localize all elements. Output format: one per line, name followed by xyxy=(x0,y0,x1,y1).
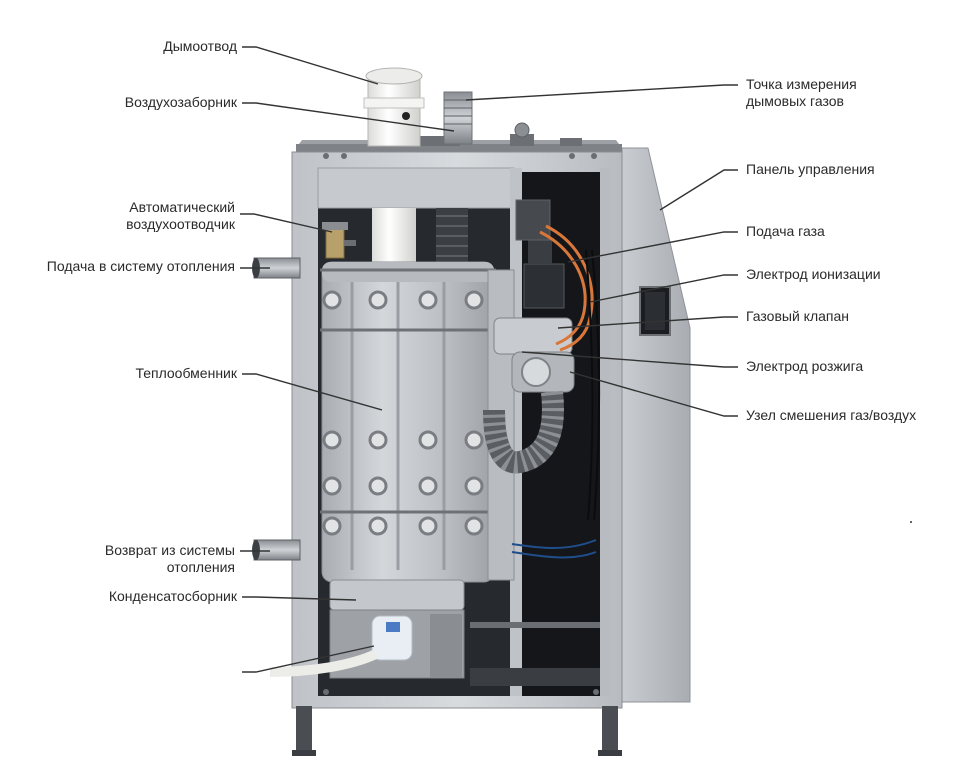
label-return-line-2: отопления xyxy=(166,559,235,575)
label-supply: Подача в систему отопления xyxy=(46,258,235,274)
label-control-panel: Панель управления xyxy=(746,161,875,177)
label-ignition-electrode: Электрод розжига xyxy=(746,358,864,374)
label-gas-valve: Газовый клапан xyxy=(746,308,850,324)
signal-wires xyxy=(511,539,597,559)
air-intake-pipe xyxy=(443,91,473,145)
return-pipe xyxy=(252,539,301,561)
label-condensate: Конденсатосборник xyxy=(108,588,237,604)
flue-pipe xyxy=(363,67,425,147)
label-flue: Дымоотвод xyxy=(163,38,237,54)
heat-exchanger xyxy=(320,261,496,583)
leader-lines-right xyxy=(465,84,738,417)
label-return-line-1: Возврат из системы xyxy=(104,542,235,558)
label-gas-supply: Подача газа xyxy=(746,223,825,239)
label-measure-line-1: Точка измерения xyxy=(746,76,857,92)
mixing-hose xyxy=(483,390,564,474)
side-panel xyxy=(621,147,691,703)
label-measure-line-2: дымовых газов xyxy=(746,93,844,109)
heat-exchanger-bolts xyxy=(322,290,484,536)
label-air-vent-line-1: Автоматический xyxy=(129,199,235,215)
internal-flue-tube xyxy=(372,208,416,268)
label-air-intake: Воздухозаборник xyxy=(124,94,237,110)
cable-bundle xyxy=(585,249,601,521)
air-vent-device xyxy=(322,222,356,259)
label-ionization-electrode: Электрод ионизации xyxy=(746,266,881,282)
label-air-vent-line-2: воздухоотводчик xyxy=(126,216,235,232)
label-mixing-unit: Узел смешения газ/воздух xyxy=(746,407,917,423)
label-heat-exchanger: Теплообменник xyxy=(135,365,237,381)
condensate-trap xyxy=(269,615,413,677)
gas-valve-block xyxy=(515,199,565,309)
leader-lines-left xyxy=(240,46,455,673)
upper-hose xyxy=(436,208,468,268)
stray-dot xyxy=(910,521,912,523)
